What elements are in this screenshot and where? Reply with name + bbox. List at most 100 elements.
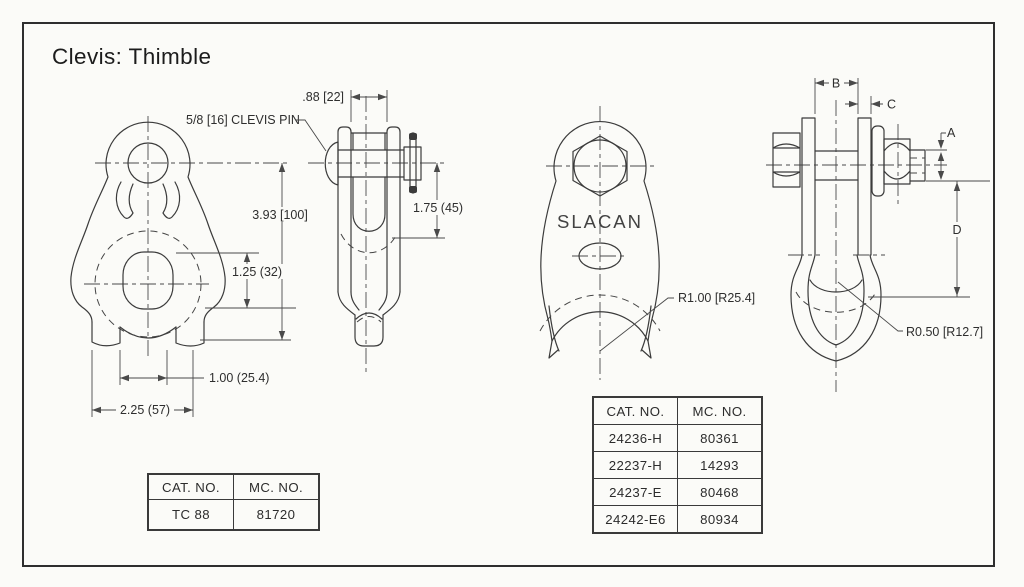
bow-inner bbox=[807, 254, 865, 346]
front-view-right-foot bbox=[175, 321, 205, 347]
bow-hidden-arc bbox=[795, 291, 877, 313]
bolt-shank bbox=[814, 150, 859, 181]
column-header: CAT. NO. bbox=[592, 396, 678, 425]
front-view-centerlines bbox=[84, 116, 291, 358]
table-row: 24242-E6 80934 bbox=[592, 505, 763, 534]
bolt-nut-profile bbox=[883, 138, 911, 185]
mc-no-cell: 14293 bbox=[677, 451, 763, 479]
clevis-pin-label: 5/8 [16] CLEVIS PIN bbox=[186, 113, 300, 127]
front-view-bottom-arc bbox=[119, 326, 177, 339]
side-view-tongue bbox=[354, 312, 384, 347]
bolted-side-plates bbox=[801, 117, 872, 256]
side-view-jaw-web bbox=[350, 132, 388, 151]
bow-outer bbox=[790, 254, 882, 362]
radius1-leader bbox=[599, 297, 674, 352]
sheet-border bbox=[22, 22, 995, 567]
bolted-front-hidden-arc bbox=[539, 294, 661, 332]
cat-no-cell: 24237-E bbox=[592, 478, 678, 506]
radius2-label: R0.50 [R12.7] bbox=[906, 325, 983, 339]
bolted-side-view: B C A D R0.50 [R12.7] bbox=[766, 77, 990, 392]
front-view-outline bbox=[70, 121, 226, 323]
bolted-front-outline bbox=[540, 121, 660, 342]
bolt-stub-threads-hidden bbox=[910, 157, 925, 174]
side-view-slot bbox=[352, 176, 386, 232]
table-row: 22237-H 14293 bbox=[592, 451, 763, 479]
dim-a-lines bbox=[926, 132, 990, 182]
dim-outer-width-lines bbox=[91, 350, 194, 417]
side-view-centerlines bbox=[308, 96, 445, 372]
dim-hole-label: 1.25 (32) bbox=[232, 265, 282, 279]
dim-b-lines bbox=[814, 78, 859, 114]
side-view-tongue-hidden bbox=[356, 316, 382, 323]
dim-d-label: D bbox=[952, 223, 961, 237]
cotter-pin-top bbox=[409, 133, 417, 140]
bolted-front-saddle-arc bbox=[551, 311, 649, 342]
front-view-right-slot bbox=[162, 181, 181, 219]
radius1-label: R1.00 [R25.4] bbox=[678, 291, 755, 305]
side-view-hidden-arc bbox=[340, 233, 398, 254]
dim-a-label: A bbox=[947, 126, 956, 140]
dim-b-label: B bbox=[832, 77, 840, 91]
dim-inner-width-lines bbox=[119, 350, 204, 385]
dim-d-lines bbox=[868, 181, 970, 298]
dim-depth-arrows bbox=[433, 163, 441, 238]
bolt-stub bbox=[909, 149, 926, 182]
mc-no-cell: 80468 bbox=[677, 478, 763, 506]
bolted-side-centerlines bbox=[766, 100, 947, 392]
bolt-hex-head-profile bbox=[772, 132, 801, 188]
side-view-right-plate bbox=[386, 126, 401, 293]
bolted-front-horn-tips bbox=[548, 340, 652, 359]
bolt-washer bbox=[871, 125, 885, 197]
bolt-head-circle bbox=[573, 139, 627, 193]
dim-height-lines bbox=[200, 163, 291, 341]
bolted-front-view: SLACAN R1.00 [R25.4] bbox=[539, 106, 755, 380]
front-view-main-hole bbox=[122, 251, 174, 310]
bow-saddle-arc bbox=[809, 279, 863, 293]
mc-no-cell: 80361 bbox=[677, 424, 763, 452]
dim-jaw-lines bbox=[350, 90, 388, 122]
table-header-row: CAT. NO. MC. NO. bbox=[592, 396, 763, 425]
front-view-left-slot bbox=[115, 181, 134, 219]
front-view-groove-hidden-circle bbox=[94, 230, 202, 338]
catalog-table-single: CAT. NO. MC. NO. TC 88 81720 bbox=[147, 473, 320, 531]
front-view: 3.93 [100] 1.25 (32) 1.00 (25.4) 2.25 (5… bbox=[70, 113, 327, 417]
column-header: MC. NO. bbox=[677, 396, 763, 425]
dim-jaw-arrows bbox=[351, 93, 387, 101]
pin-end-block bbox=[403, 146, 422, 181]
dim-c-arrows bbox=[849, 100, 880, 108]
pin-shank bbox=[337, 149, 405, 178]
column-header: CAT. NO. bbox=[147, 473, 234, 500]
dim-a-arrows bbox=[937, 140, 945, 180]
dim-inner-width-label: 1.00 (25.4) bbox=[209, 371, 269, 385]
oval-hole bbox=[578, 242, 622, 270]
radius2-leader bbox=[837, 281, 903, 332]
table-header-row: CAT. NO. MC. NO. bbox=[147, 473, 320, 500]
catalog-table-multi: CAT. NO. MC. NO. 24236-H 80361 22237-H 1… bbox=[592, 396, 763, 534]
table-row: 24236-H 80361 bbox=[592, 424, 763, 452]
cotter-pin-bottom bbox=[409, 186, 417, 193]
mc-no-cell: 80934 bbox=[677, 505, 763, 534]
page-title: Clevis: Thimble bbox=[52, 44, 212, 69]
dim-b-arrows bbox=[815, 79, 858, 87]
cat-no-cell: TC 88 bbox=[147, 499, 234, 531]
column-header: MC. NO. bbox=[233, 473, 320, 500]
dim-jaw-label: .88 [22] bbox=[302, 90, 344, 104]
bolt-head-hex bbox=[572, 135, 628, 197]
side-view-taper bbox=[337, 291, 401, 316]
side-view: .88 [22] 1.75 (45) bbox=[302, 90, 466, 372]
front-view-pin-hole bbox=[127, 142, 169, 184]
dim-height-label: 3.93 [100] bbox=[252, 208, 308, 222]
front-view-left-foot bbox=[91, 321, 121, 347]
cat-no-cell: 24236-H bbox=[592, 424, 678, 452]
cat-no-cell: 24242-E6 bbox=[592, 505, 678, 534]
dim-depth-label: 1.75 (45) bbox=[413, 201, 463, 215]
bolted-front-centerlines bbox=[546, 106, 656, 380]
table-row: TC 88 81720 bbox=[147, 499, 320, 531]
clevis-pin-leader bbox=[296, 119, 327, 152]
pin-dome-head bbox=[324, 141, 339, 186]
dim-c-label: C bbox=[887, 98, 896, 112]
side-view-left-plate bbox=[337, 126, 352, 293]
brand-text: SLACAN bbox=[557, 211, 643, 232]
